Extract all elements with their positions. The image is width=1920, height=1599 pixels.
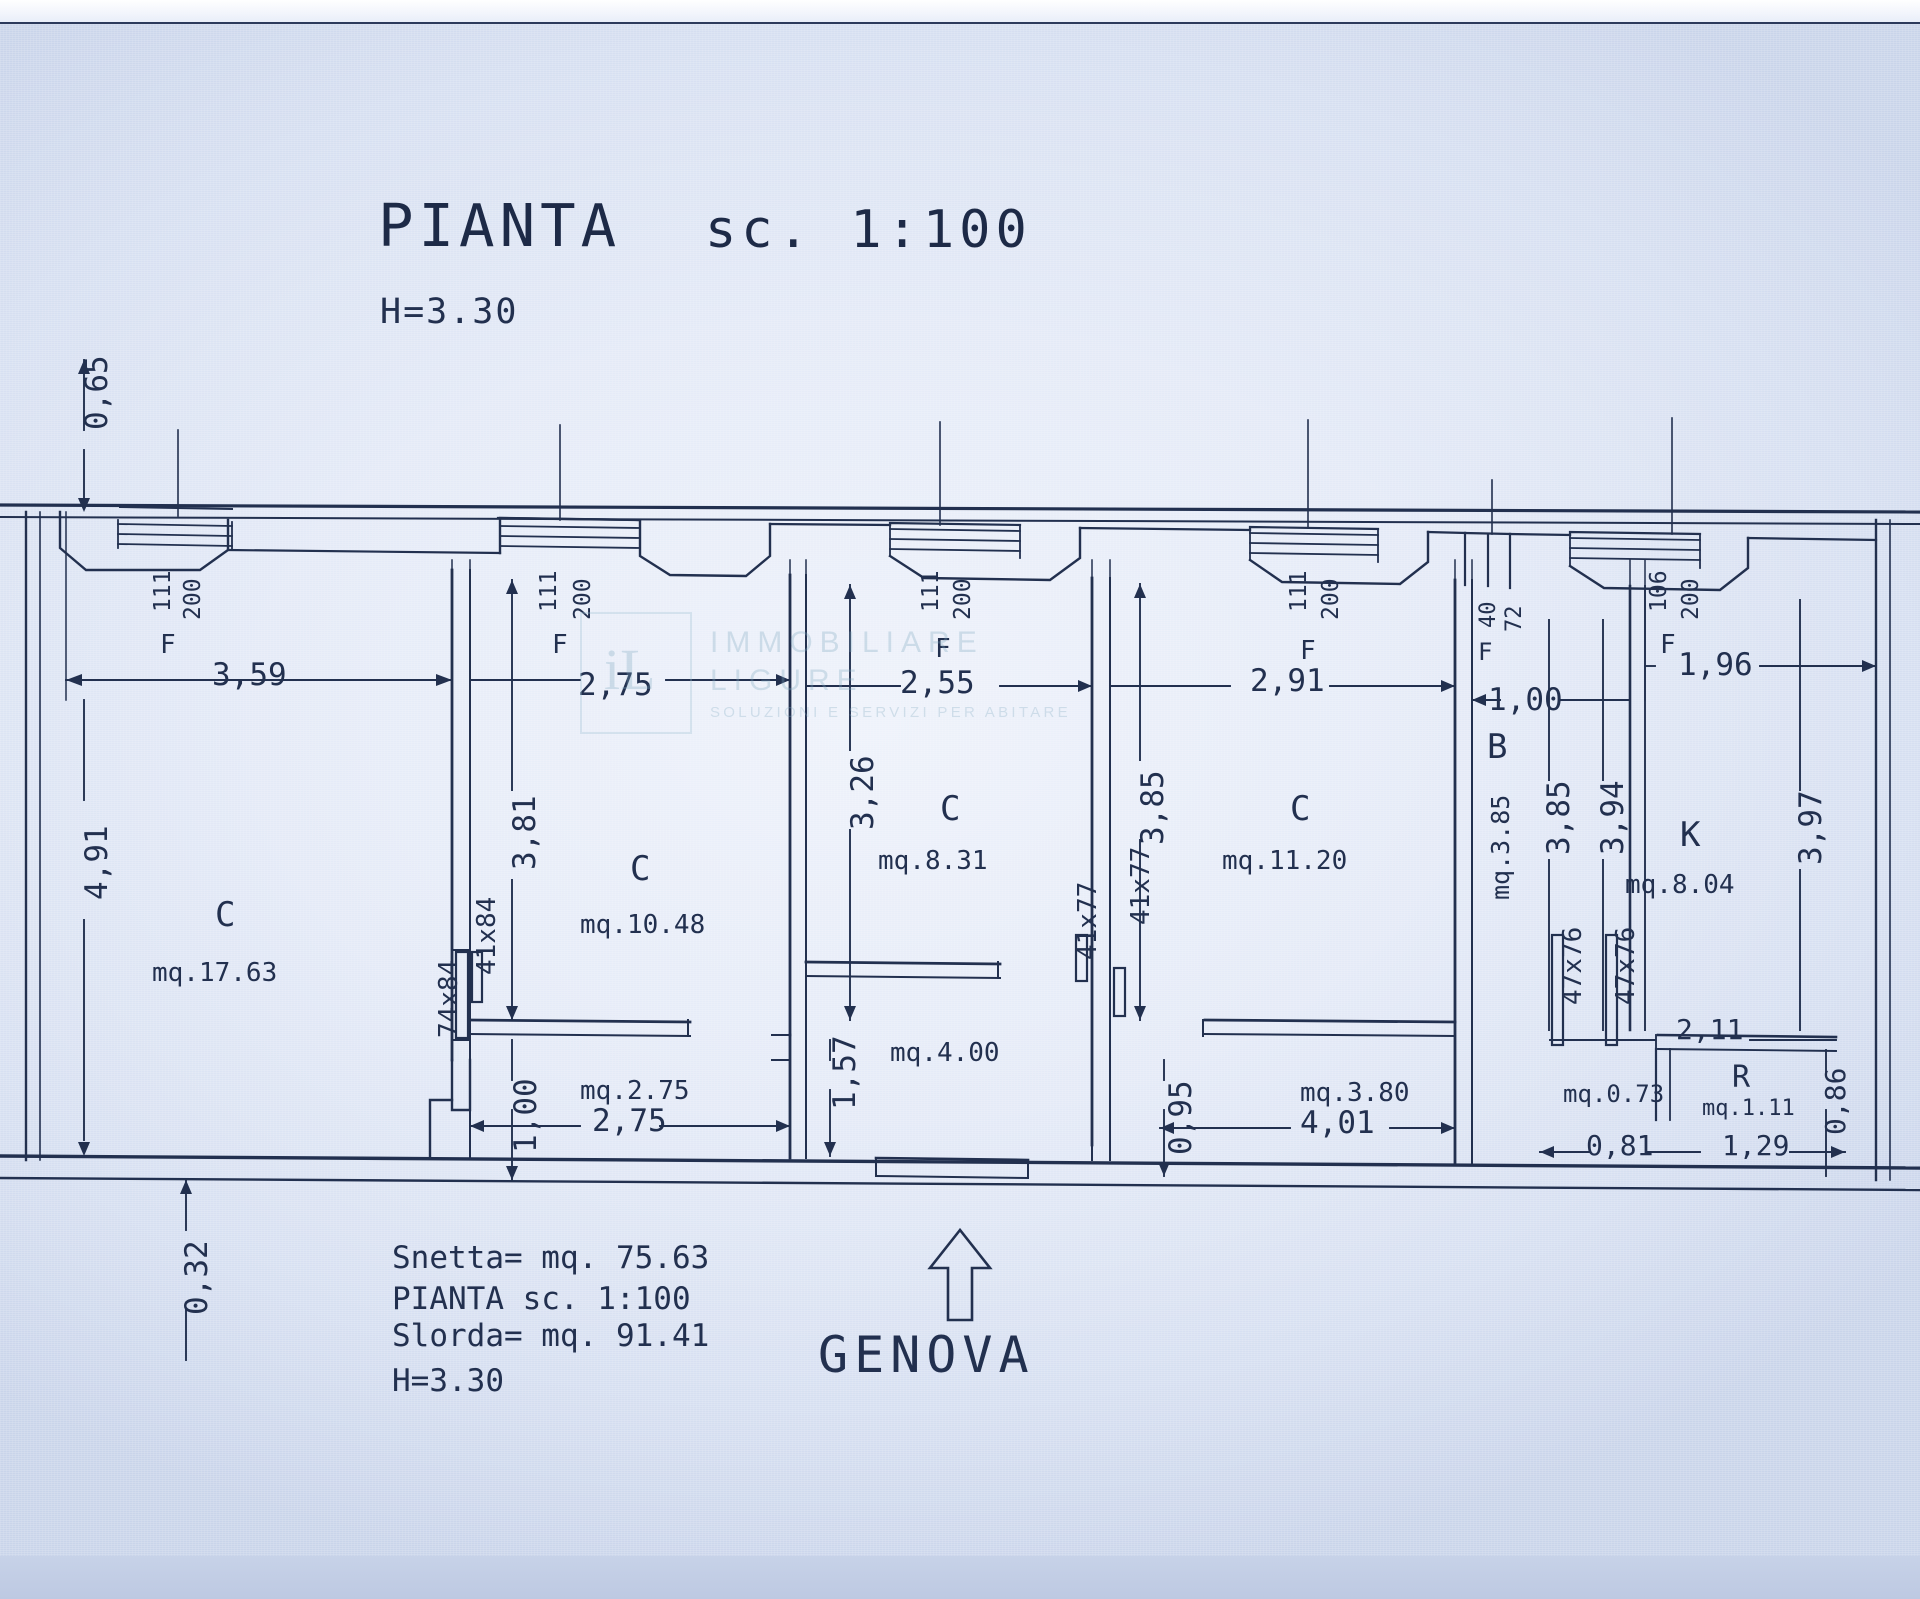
window-tag-width-1: 111	[150, 570, 176, 612]
dim-v-1-57: 1,57	[827, 1035, 863, 1110]
scan-bottom-band	[0, 1556, 1920, 1599]
window-tag-width-6: 106	[1646, 570, 1672, 612]
window-tag-height-3: 200	[950, 578, 976, 620]
window-tag-f-3: F	[935, 634, 951, 664]
room-code-b: B	[1487, 727, 1509, 767]
legend-gross-area: Slorda= mq. 91.41	[392, 1318, 710, 1354]
room-area-k: mq.8.04	[1625, 870, 1735, 900]
dim-v-0-86: 0,86	[1819, 1067, 1852, 1135]
dim-h-4-01: 4,01	[1300, 1105, 1375, 1141]
room-area-c4: mq.11.20	[1222, 846, 1348, 876]
area-label-1-11: mq.1.11	[1702, 1096, 1795, 1121]
dim-v-41x77-b: 41x77	[1126, 846, 1156, 925]
window-tag-f-4: F	[1300, 636, 1316, 666]
window-tag-height-1: 200	[180, 578, 206, 620]
dim-v-3-85-right: 3,85	[1541, 780, 1577, 855]
scan-top-band	[0, 0, 1920, 24]
dim-h-2-55: 2,55	[900, 665, 975, 701]
window-tag-height-4: 200	[1318, 578, 1344, 620]
orientation-label-genova: GENOVA	[818, 1326, 1035, 1384]
window-tag-width-5: 40	[1476, 601, 1501, 629]
dim-h-2-75-top: 2,75	[578, 667, 653, 703]
window-tag-width-3: 111	[918, 570, 944, 612]
area-label-0-73: mq.0.73	[1563, 1080, 1665, 1108]
dim-v-47x76-b: 47x76	[1611, 926, 1641, 1005]
dim-v-4-91: 4,91	[79, 825, 115, 900]
window-tag-height-5: 72	[1502, 605, 1527, 633]
dim-v-0-32: 0,32	[179, 1240, 215, 1315]
page-title: PIANTA	[378, 191, 622, 260]
dim-v-41x77-a: 41x77	[1073, 881, 1103, 960]
dim-h-1-96: 1,96	[1678, 647, 1753, 683]
dim-h-1-00: 1,00	[1488, 682, 1563, 718]
window-tag-width-2: 111	[536, 570, 562, 612]
window-tag-f-6: F	[1660, 630, 1676, 660]
dim-v-3-97: 3,97	[1793, 790, 1829, 865]
dim-v-3-26: 3,26	[845, 755, 881, 830]
dim-h-2-11: 2,11	[1676, 1013, 1744, 1046]
room-area-c2: mq.10.48	[580, 910, 706, 940]
dim-v-0-65: 0,65	[79, 355, 115, 430]
dim-h-3-59: 3,59	[212, 657, 287, 693]
room-code-c4: C	[1290, 789, 1312, 829]
dim-h-2-75-bottom: 2,75	[592, 1103, 667, 1139]
room-code-r: R	[1732, 1060, 1752, 1095]
dim-v-74x84: 74x84	[434, 959, 464, 1038]
dim-v-41x84: 41x84	[472, 896, 502, 975]
area-label-3-80: mq.3.80	[1300, 1078, 1410, 1108]
page-height-note: H=3.30	[380, 292, 519, 332]
room-area-c1: mq.17.63	[152, 958, 278, 988]
area-label-2-75: mq.2.75	[580, 1076, 690, 1106]
dim-v-3-94: 3,94	[1595, 780, 1631, 855]
room-code-k: K	[1680, 815, 1702, 855]
window-tag-f-2: F	[552, 630, 568, 660]
window-tag-height-2: 200	[570, 578, 596, 620]
dim-h-2-91: 2,91	[1250, 663, 1325, 699]
dim-h-1-29: 1,29	[1722, 1129, 1790, 1162]
window-tag-width-4: 111	[1286, 570, 1312, 612]
page-title-scale: sc. 1:100	[705, 200, 1032, 260]
room-code-c1: C	[215, 895, 237, 935]
dim-v-47x76-a: 47x76	[1558, 926, 1588, 1005]
legend-plan-scale: PIANTA sc. 1:100	[392, 1281, 691, 1317]
dim-v-3-81: 3,81	[507, 795, 543, 870]
window-tag-f-1: F	[160, 630, 176, 660]
room-code-c3: C	[940, 789, 962, 829]
room-area-b: mq.3.85	[1486, 794, 1515, 900]
area-label-4-00: mq.4.00	[890, 1038, 1000, 1068]
dim-v-3-85-left: 3,85	[1135, 770, 1171, 845]
room-area-c3: mq.8.31	[878, 846, 988, 876]
dim-v-1-00: 1,00	[508, 1078, 544, 1153]
room-code-c2: C	[630, 849, 652, 889]
dim-v-0-95: 0,95	[1163, 1080, 1199, 1155]
legend-net-area: Snetta= mq. 75.63	[392, 1240, 710, 1276]
legend-height: H=3.30	[392, 1363, 504, 1399]
window-tag-f-5: F	[1478, 638, 1493, 666]
dim-h-0-81: 0,81	[1586, 1129, 1654, 1162]
window-tag-height-6: 200	[1678, 578, 1704, 620]
